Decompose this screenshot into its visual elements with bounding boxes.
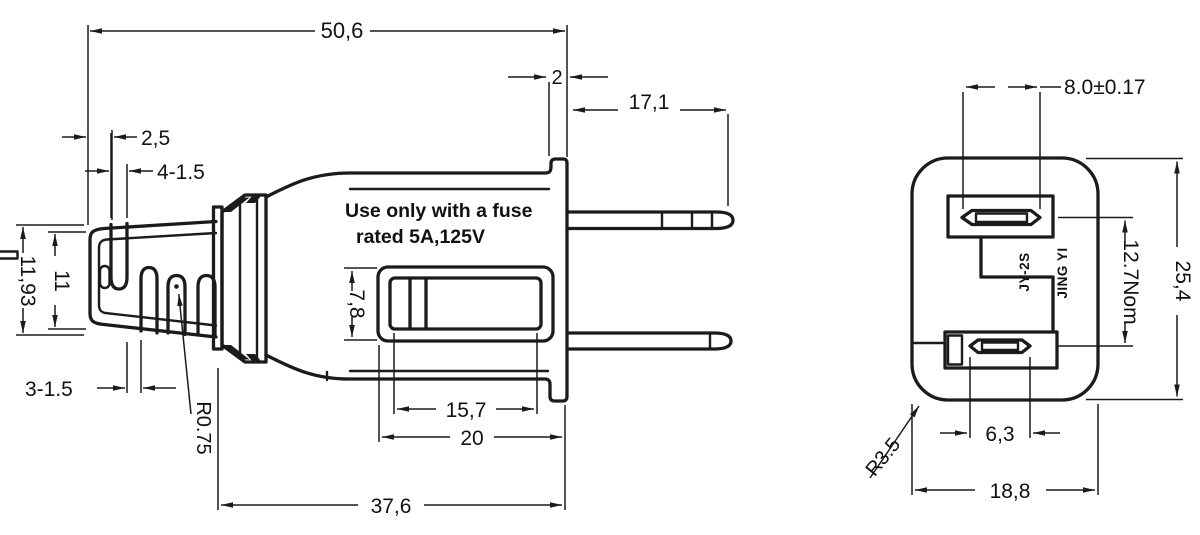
collar-facet (246, 196, 261, 203)
dim-slot-end-radius: R0.75 (192, 401, 214, 454)
dim-face-height: 25,4 (1171, 261, 1194, 302)
dim-fuse-pocket-height: 7,8 (345, 289, 368, 318)
cord-grip (88, 219, 218, 339)
dim-grip-height-outer: 11,93 (16, 256, 39, 307)
dim-corner-radius: R3.5 (861, 434, 905, 481)
collar-facet (246, 354, 261, 361)
fuse-door (376, 265, 555, 343)
collar-facet (224, 345, 250, 360)
face-view: JY-2S JING YI (910, 156, 1100, 402)
dim-face-width: 18,8 (990, 480, 1031, 503)
face-line-blade (946, 194, 1055, 239)
collar-facet (224, 197, 250, 212)
side-view: Use only with a fuse rated 5A,125V (0, 157, 735, 403)
grip-slot-c (166, 273, 187, 337)
pocket-step (979, 235, 1055, 334)
face-view-dimensions: 8.0±0.17 12.7Nom 25,4 6,3 18,8 R3.5 (861, 76, 1194, 503)
grip-slot-b (139, 265, 159, 335)
dim-slots-bottom: 3-1.5 (25, 378, 73, 401)
side-view-dimensions: 50,6 2 17,1 2,5 4-1.5 11,93 11 (16, 18, 729, 518)
face-neutral-blade (943, 330, 1059, 370)
line-blade (565, 210, 735, 231)
cord-stub (0, 250, 19, 260)
brand-maker-text: JING YI (1055, 247, 1070, 298)
brand-model-text: JY-2S (1017, 252, 1032, 291)
dim-cord-end-offset: 2,5 (141, 127, 170, 150)
dim-slots-top: 4-1.5 (157, 161, 205, 184)
face-outline (910, 156, 1100, 402)
dim-blade-width: 8.0±0.17 (1064, 76, 1146, 99)
dim-neutral-blade-width: 6,3 (985, 423, 1014, 446)
dim-grip-height-inner: 11 (50, 270, 73, 292)
dim-fuse-pocket-length: 15,7 (446, 399, 487, 422)
fuse-warning-line1: Use only with a fuse (345, 200, 533, 222)
collar (211, 193, 268, 364)
dim-blade-length: 17,1 (629, 91, 670, 114)
dim-blade-pitch: 12.7Nom (1119, 239, 1142, 324)
dim-overall-length: 50,6 (321, 18, 364, 43)
dim-top-step: 2 (551, 67, 562, 89)
slot-radius-center-dot (174, 284, 179, 289)
grip-left-slot (98, 264, 111, 290)
grip-slot-a (109, 221, 129, 291)
dim-fuse-door-length: 20 (460, 427, 483, 450)
dim-body-length: 37,6 (371, 495, 412, 518)
neutral-blade (565, 331, 733, 351)
fuse-warning-line2: rated 5A,125V (356, 226, 485, 248)
plug-body (264, 157, 569, 403)
